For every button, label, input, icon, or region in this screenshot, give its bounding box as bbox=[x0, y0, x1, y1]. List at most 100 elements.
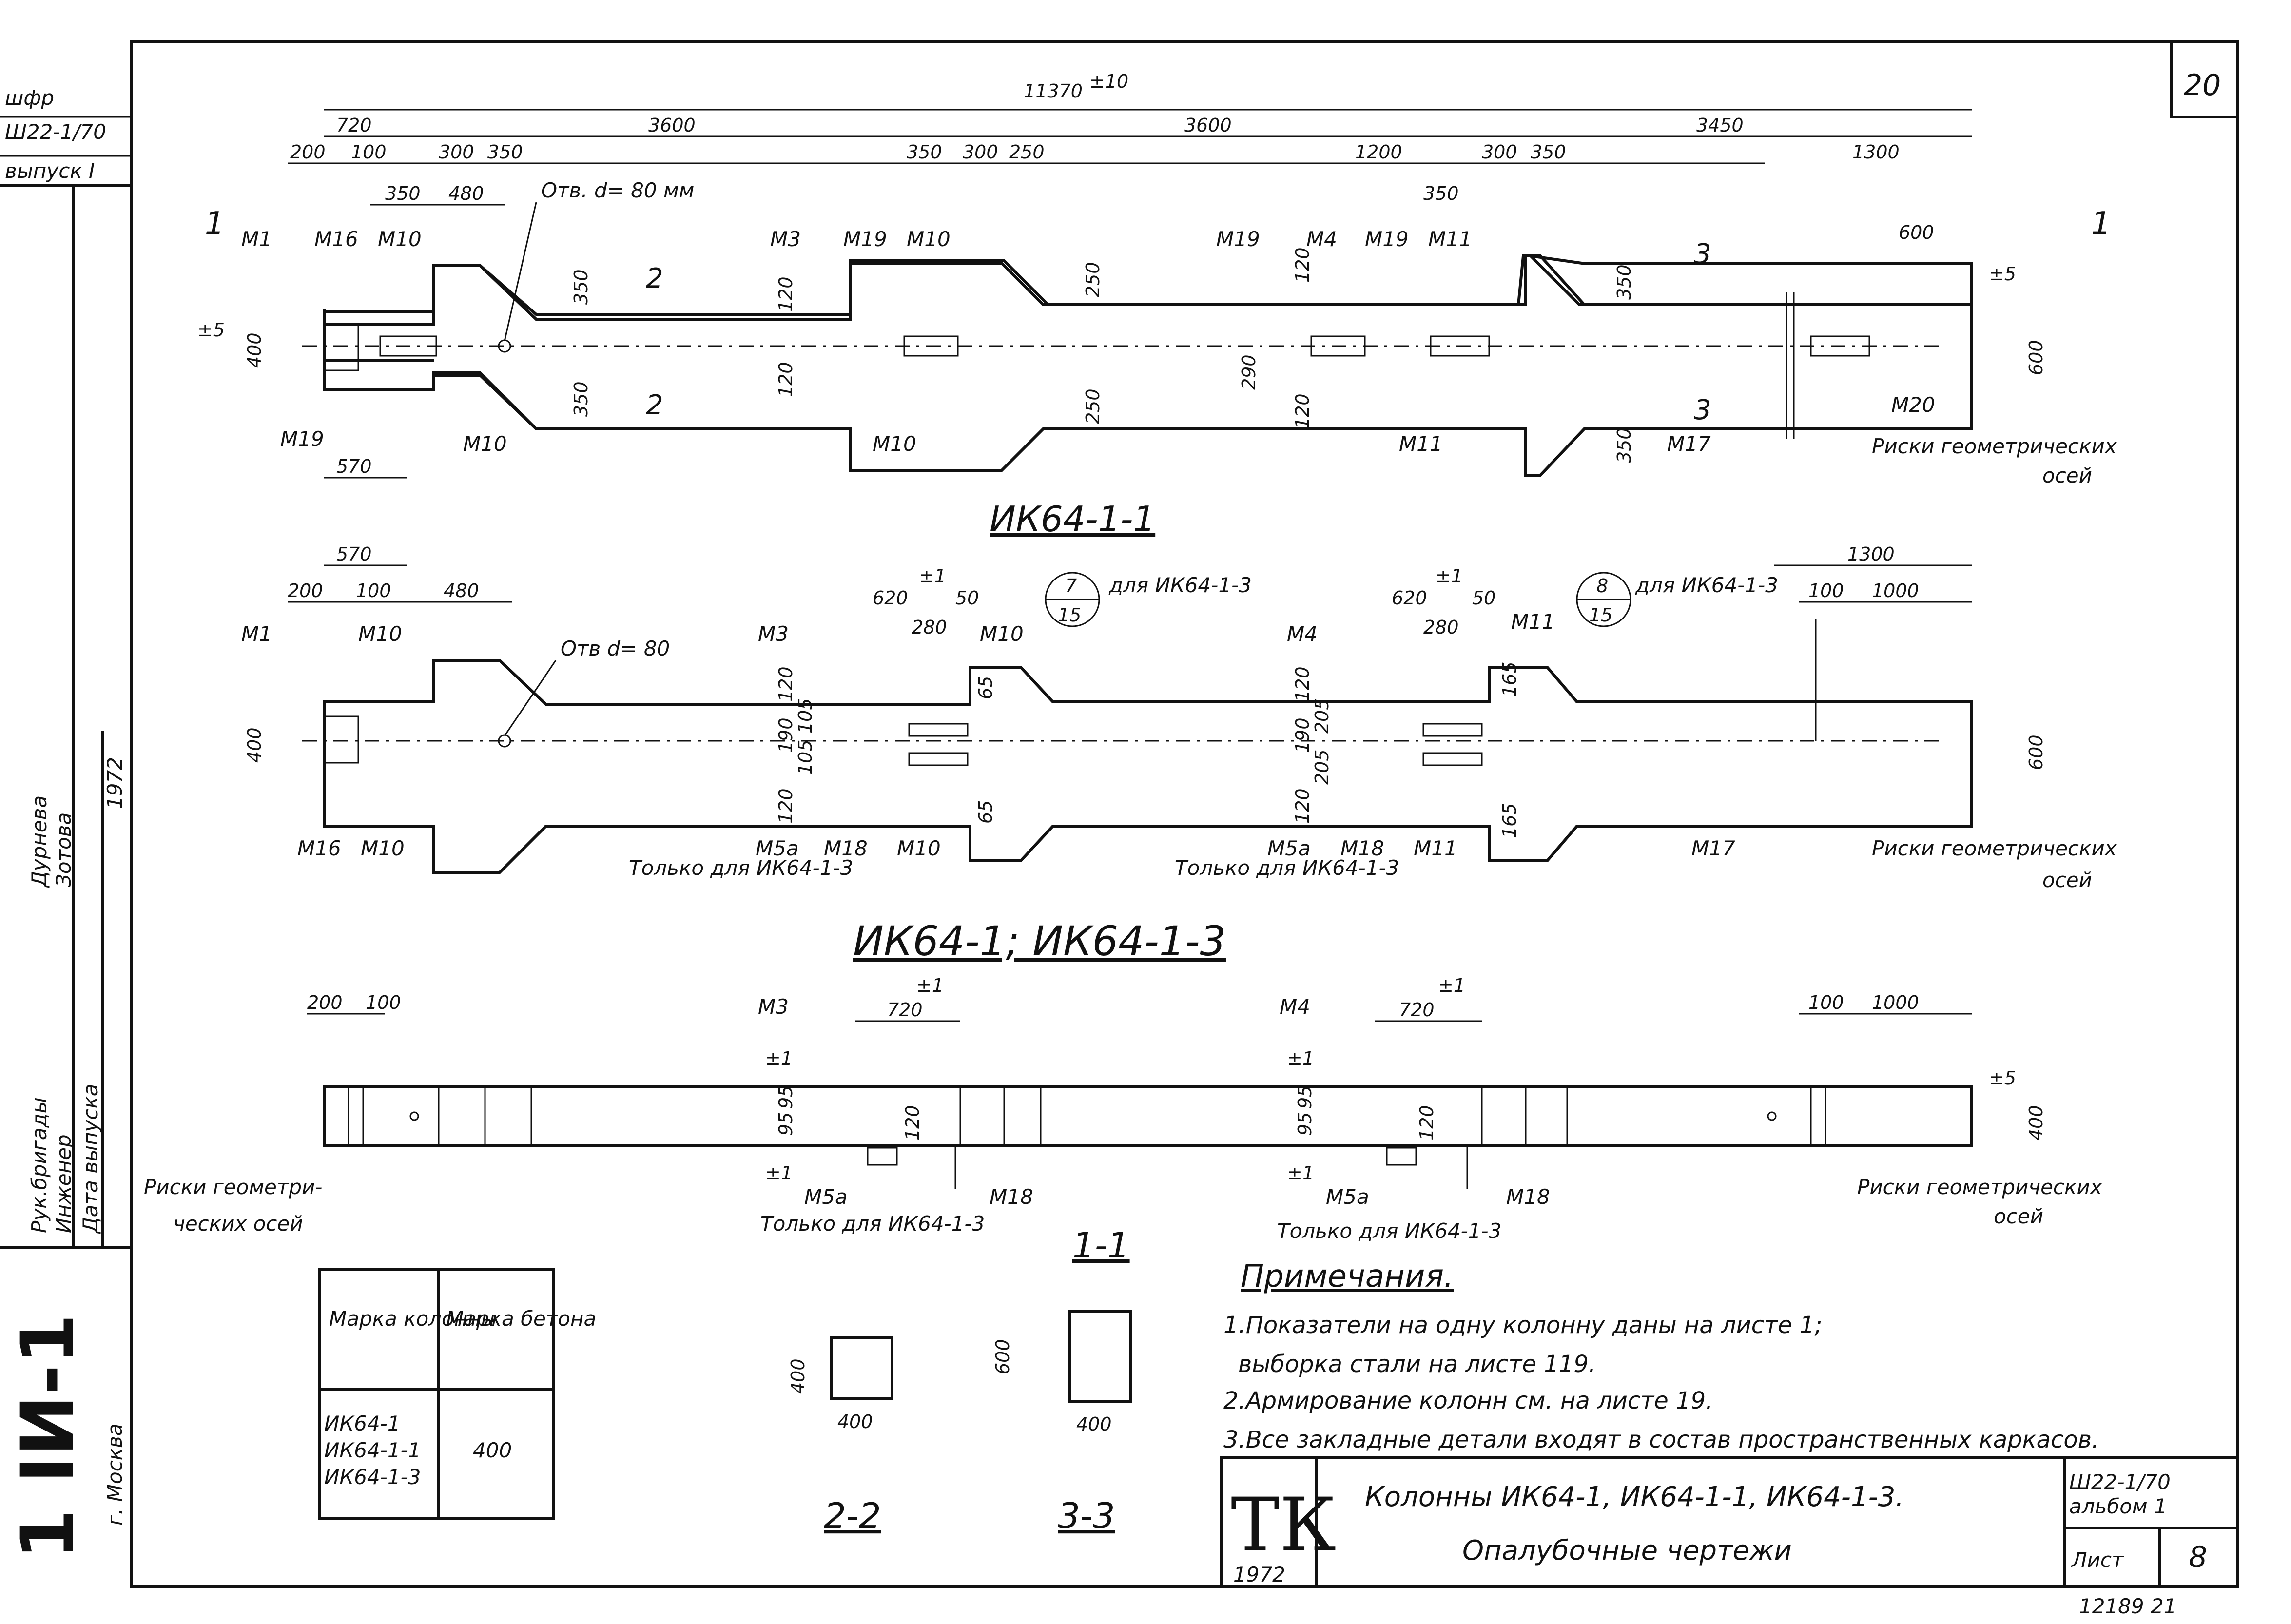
dim3-3: 350 bbox=[1423, 183, 1459, 204]
mark-v1-top-6: М10 bbox=[907, 227, 951, 251]
vd3-3: 120 bbox=[902, 1105, 923, 1141]
series-label: 1 ІИ-1 bbox=[6, 1314, 91, 1560]
vd1-1: 350 bbox=[570, 269, 592, 305]
section-2-2-rect bbox=[830, 1336, 893, 1400]
vd3-6: 120 bbox=[1416, 1105, 1437, 1141]
concrete-table: Марка колонны Марка бетона ИК64-1 ИК64-1… bbox=[318, 1268, 596, 1520]
mark-v1-bot-6: М20 bbox=[1891, 393, 1935, 417]
dim-v2-12: 100 bbox=[1808, 580, 1844, 601]
section-3-3-title: 3-3 bbox=[1058, 1495, 1115, 1536]
vd2-14: 165 bbox=[1499, 803, 1520, 838]
name-2: Зотова bbox=[52, 812, 76, 887]
vd2-3: 105 bbox=[795, 698, 816, 734]
section-2-2-w: 400 bbox=[837, 1411, 873, 1432]
axis-left-v3-2: ческих осей bbox=[173, 1212, 303, 1236]
only-note-v2-a: Только для ИК64-1-3 bbox=[629, 856, 853, 880]
embed-v2-d bbox=[1422, 752, 1483, 766]
dim2-2: 100 bbox=[351, 141, 387, 163]
mark-v1-top-2: М16 bbox=[314, 227, 358, 251]
axis-note-v2-2: осей bbox=[2042, 868, 2092, 892]
axis-note-v2-1: Риски геометрических bbox=[1872, 836, 2117, 860]
mark-v3-5: М5а bbox=[1326, 1185, 1369, 1209]
tol1-v2-a: ±1 bbox=[919, 565, 946, 587]
mark-v2-2: М10 bbox=[358, 622, 402, 646]
vd2-16: 400 bbox=[244, 727, 265, 763]
mark-v1-bot-3: М10 bbox=[873, 432, 916, 456]
mark-v1-bot-2: М10 bbox=[463, 432, 507, 456]
sheet-frame bbox=[130, 40, 2239, 1588]
dim-v2-10: 280 bbox=[1423, 617, 1459, 638]
dim-v2-8: 620 bbox=[1392, 587, 1427, 609]
callout-2-num: 8 bbox=[1596, 575, 1608, 597]
dim2-3: 300 bbox=[439, 141, 474, 163]
tol-v3-2: ±1 bbox=[1438, 975, 1465, 996]
title-line-1: Колонны ИК64-1, ИК64-1-1, ИК64-1-3. bbox=[1365, 1481, 1904, 1513]
table-row-1: ИК64-1 bbox=[324, 1411, 401, 1435]
v3-point-2 bbox=[1767, 1111, 1777, 1121]
concrete-table-frame bbox=[318, 1268, 555, 1520]
only-note-v3-a: Только для ИК64-1-3 bbox=[760, 1212, 985, 1236]
vd2-13: 165 bbox=[1499, 661, 1520, 697]
embed-v2-m1 bbox=[323, 715, 359, 764]
embed-m19-b bbox=[1310, 335, 1366, 357]
table-row-2: ИК64-1-1 bbox=[324, 1438, 421, 1462]
notes: Примечания. 1.Показатели на одну колонну… bbox=[1223, 1258, 2099, 1453]
embed-m1 bbox=[323, 323, 359, 371]
vd2-11: 205 bbox=[1311, 749, 1333, 785]
dim-total: 11370 bbox=[1024, 80, 1083, 102]
stamp-line1: шфр bbox=[5, 86, 54, 110]
section-v1-4: 3 bbox=[1694, 238, 1711, 270]
title-block-frame bbox=[1220, 1456, 2239, 1588]
mark-v2-12: М5а bbox=[1267, 836, 1311, 860]
mark-v3-1: М3 bbox=[758, 995, 789, 1019]
city: г. Москва bbox=[103, 1423, 127, 1526]
vd1-10: 350 bbox=[1613, 264, 1635, 300]
embed-v3-m5a-2 bbox=[1386, 1147, 1417, 1166]
vd2-8: 120 bbox=[1292, 666, 1313, 702]
axis-left-v3-1: Риски геометри- bbox=[144, 1175, 322, 1199]
hole-leader-2 bbox=[504, 660, 557, 736]
axis-note-v3-1: Риски геометрических bbox=[1857, 1175, 2103, 1199]
dim-v2-7: 280 bbox=[912, 617, 947, 638]
dim-v2-9: 50 bbox=[1472, 587, 1495, 609]
dim-top-2: 3600 bbox=[648, 115, 696, 136]
vd2-9: 190 bbox=[1292, 717, 1313, 753]
dim-v3-1: 200 bbox=[307, 992, 343, 1013]
sheet-label: Лист bbox=[2071, 1548, 2124, 1572]
vd2-1: 120 bbox=[775, 666, 796, 702]
note-1: 1.Показатели на одну колонну даны на лис… bbox=[1223, 1312, 1823, 1339]
mark-v3-4: М18 bbox=[990, 1185, 1033, 1209]
dim-v3-4: 720 bbox=[1399, 999, 1435, 1021]
embed-v2-c bbox=[1422, 723, 1483, 737]
vd2-15: 600 bbox=[2025, 735, 2047, 770]
mark-v2-5: М4 bbox=[1287, 622, 1318, 646]
mark-v3-2: М4 bbox=[1280, 995, 1310, 1019]
view-3-title: 1-1 bbox=[1072, 1225, 1130, 1266]
name-1: Дурнева bbox=[27, 795, 51, 888]
dim2-5: 350 bbox=[907, 141, 942, 163]
col1-lower-neck bbox=[434, 374, 538, 430]
dim-v2-3: 100 bbox=[356, 580, 391, 601]
vd3-5: 95 bbox=[1294, 1112, 1316, 1136]
vd3-4: 95 bbox=[1294, 1085, 1316, 1109]
embed-m20 bbox=[1810, 335, 1870, 357]
dim2-8: 1200 bbox=[1355, 141, 1402, 163]
vd2-6: 65 bbox=[975, 676, 996, 699]
dim-v3-6: 1000 bbox=[1872, 992, 1919, 1013]
view-2: 570 200 100 480 620 50 280 620 50 280 13… bbox=[241, 543, 2117, 965]
note-3: 2.Армирование колонн см. на листе 19. bbox=[1223, 1387, 1713, 1414]
mark-v1-top-3: М10 bbox=[378, 227, 422, 251]
section-2-2: 400 400 2-2 bbox=[787, 1336, 893, 1536]
vd1-7: 350 bbox=[570, 381, 592, 417]
dim3-4: 600 bbox=[1899, 222, 1934, 243]
dim-top-1: 720 bbox=[336, 115, 372, 136]
embed-v2-b bbox=[908, 752, 969, 766]
dim-v3-3: 720 bbox=[887, 999, 923, 1021]
dim-v2-11: 1300 bbox=[1847, 543, 1895, 565]
embed-m19-a bbox=[903, 335, 959, 357]
vd1-13: 400 bbox=[244, 332, 265, 368]
hole-note-1: Отв. d= 80 мм bbox=[541, 178, 694, 202]
tol5-v1-right: ±5 bbox=[1989, 263, 2016, 285]
callout-2-den: 15 bbox=[1589, 604, 1612, 626]
axis-note-v1-2: осей bbox=[2042, 464, 2092, 487]
